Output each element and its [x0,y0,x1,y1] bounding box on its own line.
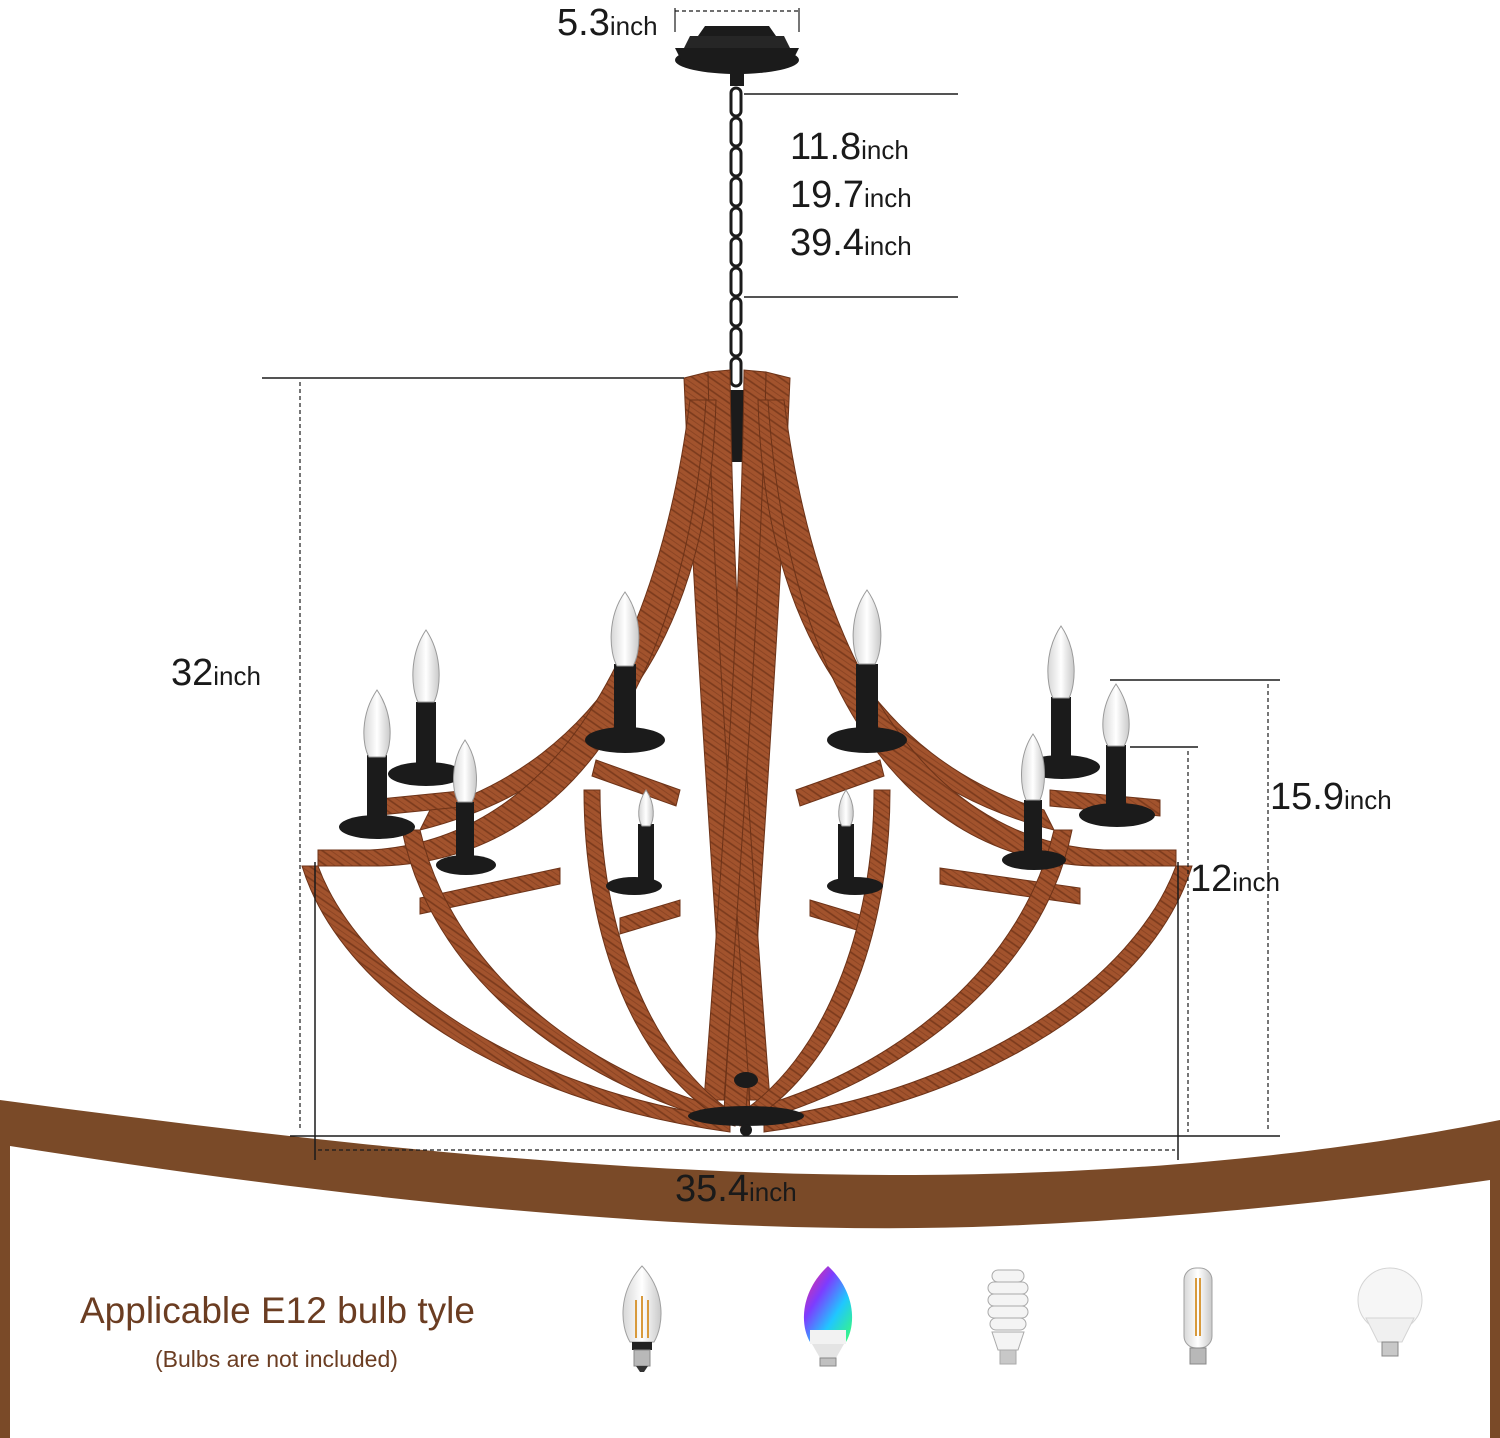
a-shape-led-bulb-icon [1357,1267,1423,1357]
bulb-panel-subtitle: (Bulbs are not included) [155,1346,398,1372]
canopy-width-value: 5.3 [557,2,610,44]
chain-length-label-3: 39.4inch [790,224,912,262]
bottom-band [0,1100,1500,1438]
inner-arm-height-unit: inch [1232,867,1280,897]
candle-light [436,739,496,875]
candle-light [388,629,464,786]
chain-length-label-1: 11.8inch [790,128,909,166]
inner-arm-height-label: 12inch [1190,860,1280,898]
canopy-width-label: 5.3inch [557,4,658,42]
outer-arm-height-value: 15.9 [1270,776,1344,818]
chain-length-label-2: 19.7inch [790,176,912,214]
chain-length-value: 11.8 [790,126,862,168]
chain-length-unit: inch [863,183,912,213]
outer-arm-height-unit: inch [1343,785,1392,815]
candle-light [827,789,883,895]
bulb-panel-title: Applicable E12 bulb tyle [80,1290,475,1331]
rgb-smart-candle-bulb-icon [803,1266,853,1367]
candle-light [606,789,662,895]
body-height-label: 32inch [171,654,261,692]
bottom-finial [688,1072,804,1136]
body-height-value: 32 [171,652,214,694]
tubular-filament-bulb-icon [1183,1267,1213,1365]
wooden-frame [301,369,1193,1133]
diameter-label: 35.4inch [675,1170,797,1208]
chain [729,86,743,388]
candle-light [1079,683,1155,827]
candle-lights [339,589,1155,895]
chain-length-value: 39.4 [790,222,864,264]
canopy-width-unit: inch [609,11,658,41]
dimension-lines [262,8,1280,1160]
candle-light [339,689,415,839]
body-height-unit: inch [213,661,261,691]
candle-light [585,591,665,753]
candle-light [1002,733,1066,870]
candle-light [827,589,907,753]
candle-filament-bulb-icon [622,1265,662,1372]
outer-arm-height-label: 15.9inch [1270,778,1392,816]
chain-length-unit: inch [863,231,912,261]
chain-length-value: 19.7 [790,174,864,216]
ceiling-canopy [675,26,799,86]
spiral-cfl-bulb-icon [987,1269,1029,1365]
inner-arm-height-value: 12 [1190,858,1233,900]
diameter-value: 35.4 [675,1168,749,1210]
chain-length-unit: inch [861,135,909,165]
diameter-unit: inch [748,1177,797,1207]
